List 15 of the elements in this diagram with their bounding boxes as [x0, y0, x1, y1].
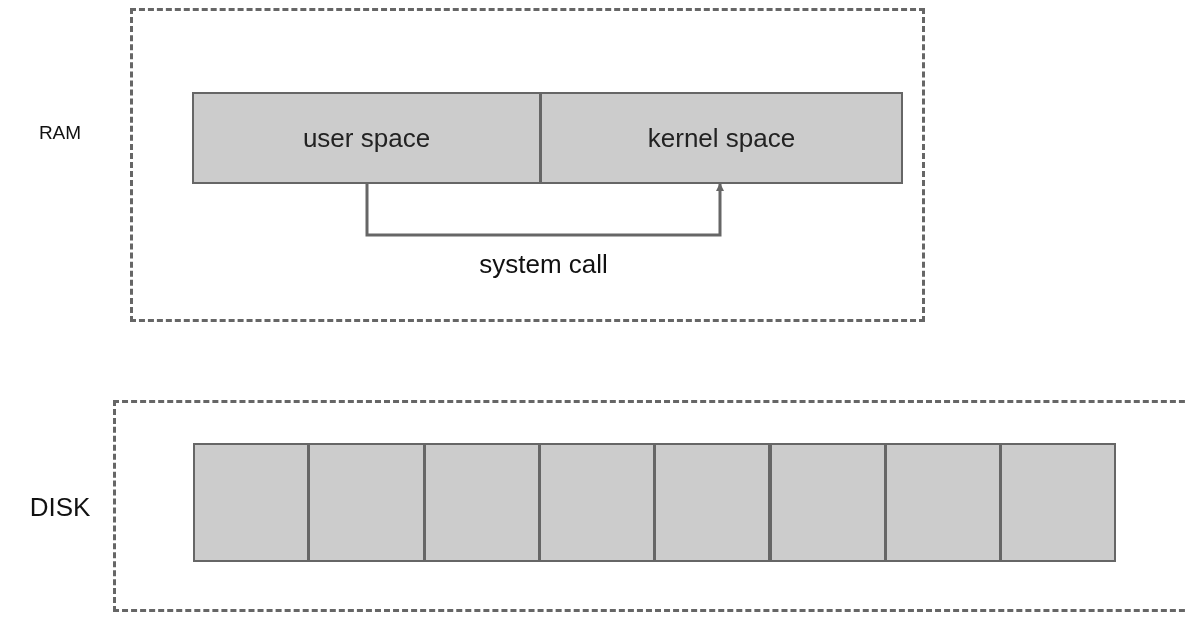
memory-block: [192, 92, 541, 184]
disk-block: [654, 443, 771, 562]
disk-block: [538, 443, 656, 562]
disk-block: [423, 443, 540, 562]
label-text: RAM: [37, 120, 83, 145]
label-text: DISK: [28, 490, 92, 524]
disk-block: [1000, 443, 1117, 562]
block-label: kernel space: [647, 121, 796, 155]
memory-block: [540, 92, 903, 184]
arrow: [365, 183, 724, 237]
disk-block: [308, 443, 425, 562]
disk-block: [193, 443, 310, 562]
disk-block: [769, 443, 886, 562]
block-label: user space: [302, 121, 431, 155]
disk-block: [884, 443, 1002, 562]
